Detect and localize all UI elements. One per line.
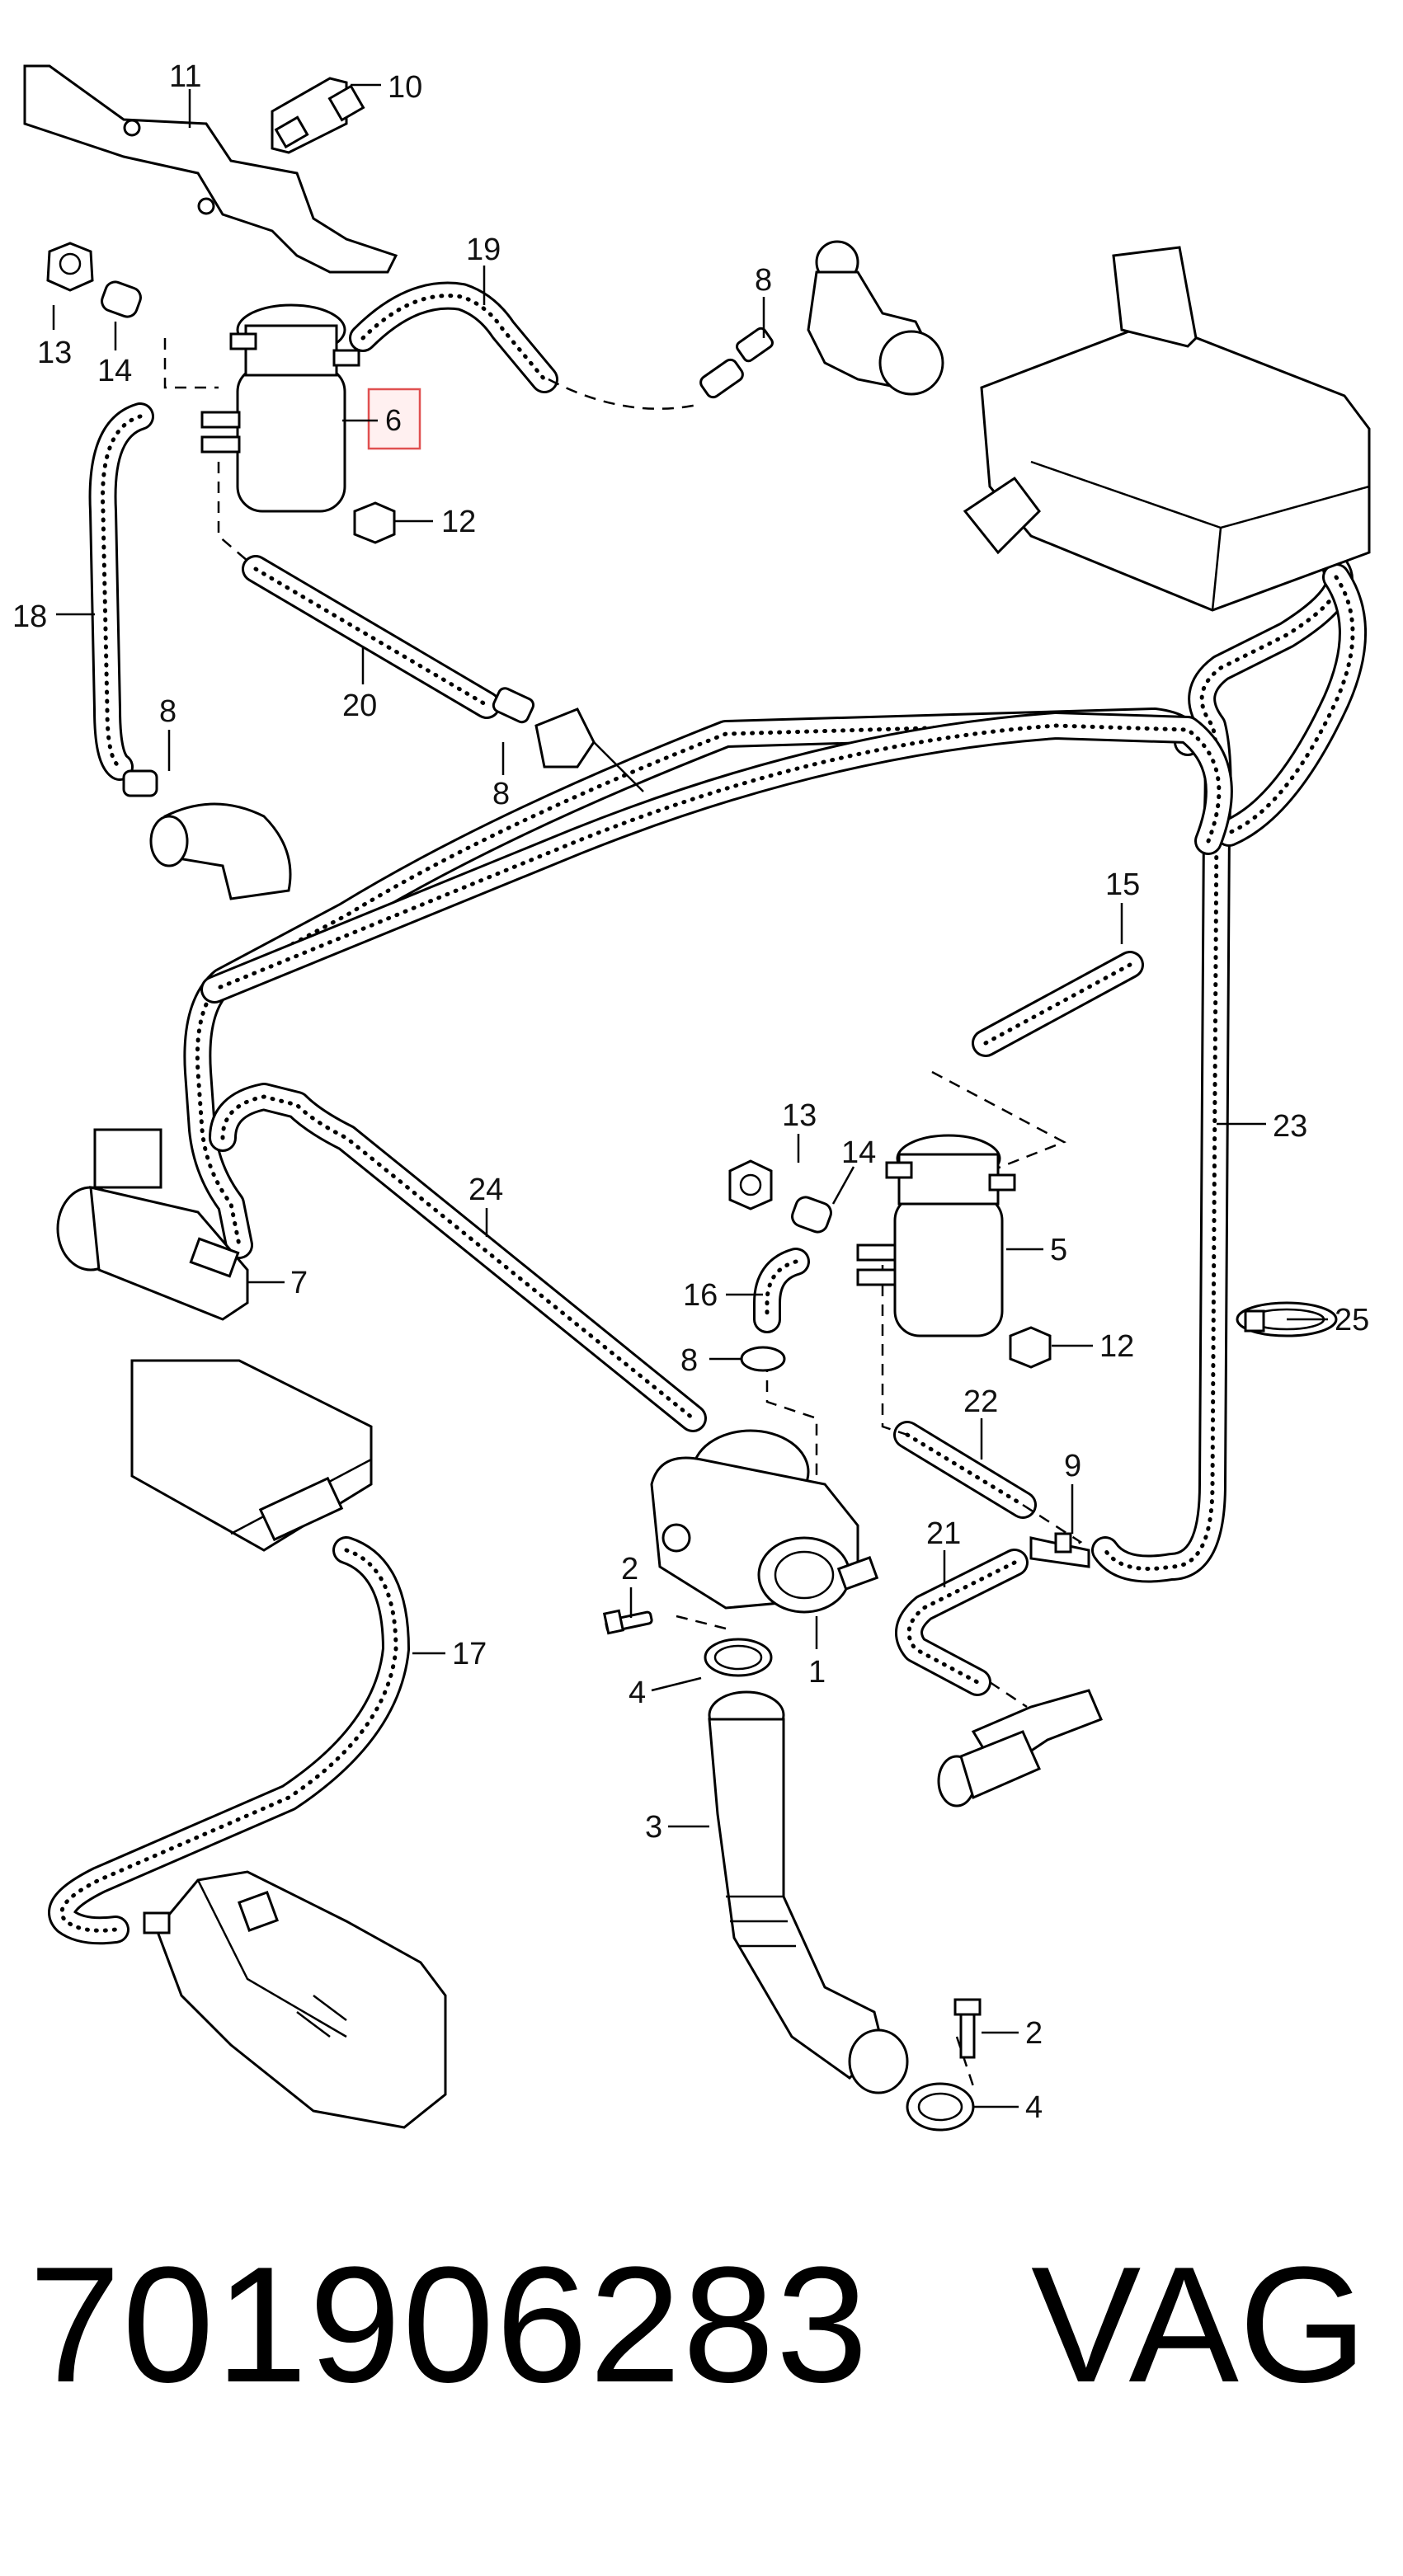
callout-9: 9	[1064, 1449, 1081, 1483]
hose-18	[88, 402, 154, 781]
hose-long-upper	[183, 563, 1367, 1259]
air-filter-box	[963, 246, 1371, 612]
callout-12: 12	[1099, 1329, 1134, 1364]
cooler-plate	[130, 1359, 373, 1552]
valve-6	[200, 303, 360, 513]
boost-component	[699, 240, 944, 399]
hose-19	[349, 281, 558, 393]
callout-8: 8	[680, 1343, 698, 1378]
callout-21: 21	[926, 1516, 961, 1551]
solenoid-7	[56, 1128, 249, 1321]
clip-8d	[740, 1346, 786, 1372]
callout-8: 8	[159, 694, 177, 729]
callout-15: 15	[1105, 867, 1140, 902]
clamp-4b	[906, 2082, 975, 2132]
hose-22	[893, 1421, 1037, 1519]
callout-14: 14	[97, 354, 132, 388]
hose-16	[753, 1248, 810, 1333]
valve-5	[856, 1134, 1016, 1337]
callout-18: 18	[12, 599, 47, 634]
callout-2: 2	[621, 1552, 638, 1586]
bracket-11	[23, 64, 398, 274]
callout-8: 8	[492, 777, 510, 811]
exploded-parts-diagram: 11 10 19 8 13 14 6 12 18 20 8 8 15 23 13…	[12, 59, 1371, 2132]
callout-12: 12	[441, 505, 476, 539]
bush-14a	[101, 280, 142, 318]
bolt-2b	[953, 1998, 982, 2059]
callout-10: 10	[388, 70, 422, 105]
part-number: 701906283	[29, 2233, 870, 2417]
clip-10	[271, 77, 365, 154]
nut-12a	[353, 501, 396, 544]
callout-16: 16	[683, 1278, 718, 1313]
callout-1: 1	[808, 1655, 826, 1690]
t-piece-9	[1029, 1532, 1090, 1568]
highlight-box-6	[367, 388, 421, 450]
fitting-8-mid	[492, 687, 644, 792]
callout-5: 5	[1050, 1233, 1067, 1267]
nut-13b	[728, 1159, 773, 1210]
hose-17	[48, 1536, 410, 1945]
callout-17: 17	[452, 1637, 487, 1671]
callout-20: 20	[342, 689, 377, 723]
nut-13a	[46, 242, 94, 292]
callout-3: 3	[645, 1810, 662, 1845]
callout-24: 24	[468, 1173, 503, 1207]
pipe-3	[708, 1690, 909, 2094]
hose-15	[972, 951, 1144, 1057]
callout-23: 23	[1273, 1109, 1307, 1144]
leader-lines	[52, 83, 1328, 2108]
callout-2: 2	[1025, 2016, 1043, 2051]
egr-cooler-lower	[143, 1870, 447, 2129]
callout-7: 7	[290, 1266, 308, 1300]
callout-4: 4	[629, 1676, 646, 1710]
clamp-4a	[704, 1638, 773, 1677]
hose-21	[895, 1549, 1029, 1696]
hose-24	[209, 1083, 707, 1432]
callout-22: 22	[963, 1384, 998, 1419]
egr-valve-1	[650, 1429, 879, 1614]
dashed-connections	[163, 338, 1083, 2087]
callout-25: 25	[1335, 1303, 1369, 1337]
bolt-2a	[602, 1609, 653, 1635]
brand-name: VAG	[1031, 2233, 1368, 2417]
callout-4: 4	[1025, 2090, 1043, 2125]
bush-14b	[791, 1196, 832, 1234]
callout-14: 14	[841, 1135, 876, 1170]
callout-labels: 11 10 19 8 13 14 6 12 18 20 8 8 15 23 13…	[12, 59, 1369, 2125]
callout-13: 13	[782, 1098, 817, 1133]
hose-20	[242, 555, 501, 719]
nut-12b	[1009, 1326, 1052, 1369]
connector-21	[937, 1689, 1103, 1807]
callout-19: 19	[466, 233, 501, 267]
hose-main-loop	[200, 712, 1233, 1004]
callout-13: 13	[37, 336, 72, 370]
callout-8: 8	[755, 263, 772, 298]
intake-elbow	[122, 769, 292, 900]
callout-6: 6	[385, 403, 402, 437]
callout-11: 11	[169, 59, 201, 94]
